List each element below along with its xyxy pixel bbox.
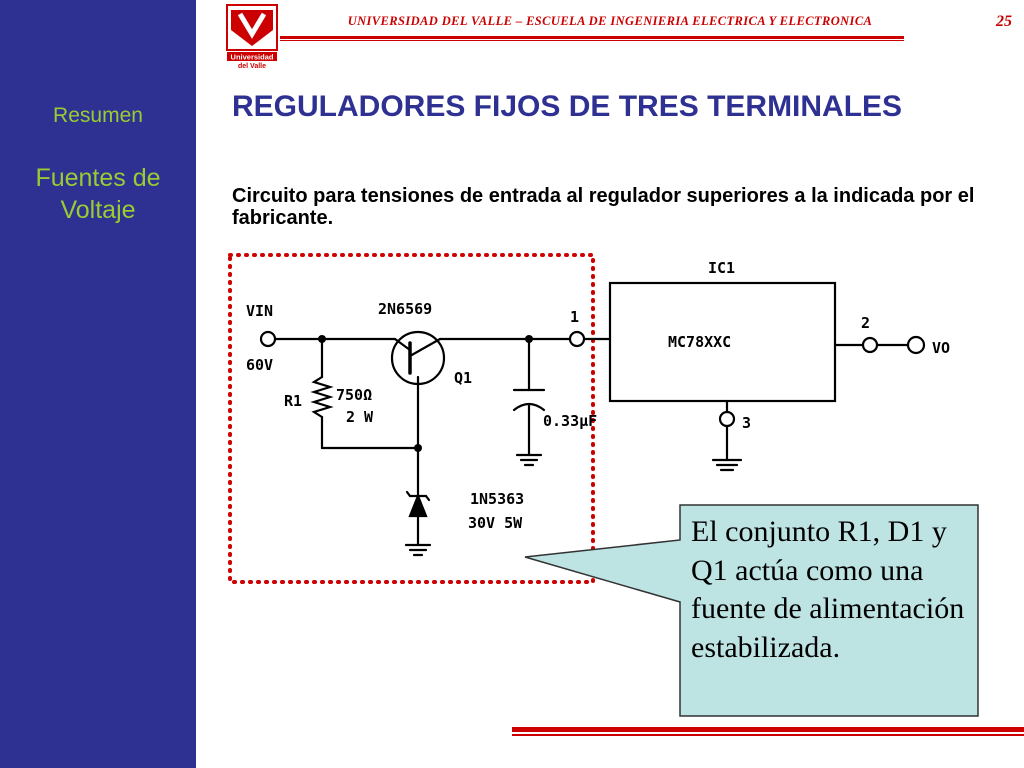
highlight-box — [228, 253, 595, 584]
footer-rule — [512, 727, 1024, 732]
ic-part: MC78XXC — [668, 333, 731, 351]
vin-value: 60V — [246, 356, 273, 374]
pin1-label: 1 — [570, 308, 579, 326]
logo-text-del-valle: del Valle — [238, 63, 266, 70]
header-university: UNIVERSIDAD DEL VALLE – ESCUELA DE INGEN… — [347, 14, 873, 28]
vin-label: VIN — [246, 302, 273, 320]
header-rule — [280, 36, 904, 39]
regulator-ic1 — [608, 281, 837, 403]
pin2-terminal — [861, 336, 879, 354]
university-logo: Universidad del Valle — [226, 4, 278, 70]
transistor-part: 2N6569 — [378, 300, 432, 318]
pin2-label: 2 — [861, 314, 870, 332]
callout-text: El conjunto R1, D1 y Q1 actúa como una f… — [691, 515, 965, 664]
zener-d1 — [408, 493, 428, 518]
sidebar-item-resumen[interactable]: Resumen — [53, 104, 143, 127]
logo-text-universidad: Universidad — [231, 53, 274, 62]
footer-rule-thin — [512, 734, 1024, 736]
capacitor-value: 0.33μF — [543, 412, 597, 430]
transistor-ref: Q1 — [454, 369, 472, 387]
zener-rating: 30V 5W — [468, 514, 523, 532]
resistor-power: 2 W — [346, 408, 374, 426]
zener-part: 1N5363 — [470, 490, 524, 508]
ic-ref: IC1 — [708, 259, 735, 277]
sidebar: Resumen Fuentes de Voltaje — [0, 0, 196, 768]
pin3-label: 3 — [742, 414, 751, 432]
sidebar-item-fuentes-de-voltaje[interactable]: Fuentes de Voltaje — [35, 164, 161, 224]
slide-subtitle: Circuito para tensiones de entrada al re… — [232, 185, 975, 229]
resistor-value: 750Ω — [336, 386, 372, 404]
header-rule-thin — [280, 40, 904, 41]
circuit-diagram: VIN 60V 2N6569 Q1 R1 750Ω 2 W 0.33μF 1N5… — [228, 253, 950, 584]
pin3-terminal — [718, 410, 736, 428]
vout-label: VO — [932, 339, 950, 357]
resistor-r1 — [310, 375, 334, 419]
pin1-terminal — [568, 330, 586, 348]
vin-terminal — [259, 330, 277, 348]
resistor-ref: R1 — [284, 392, 302, 410]
page-number: 25 — [996, 13, 1012, 30]
vout-terminal — [906, 335, 926, 355]
slide-title: REGULADORES FIJOS DE TRES TERMINALES — [232, 90, 903, 123]
